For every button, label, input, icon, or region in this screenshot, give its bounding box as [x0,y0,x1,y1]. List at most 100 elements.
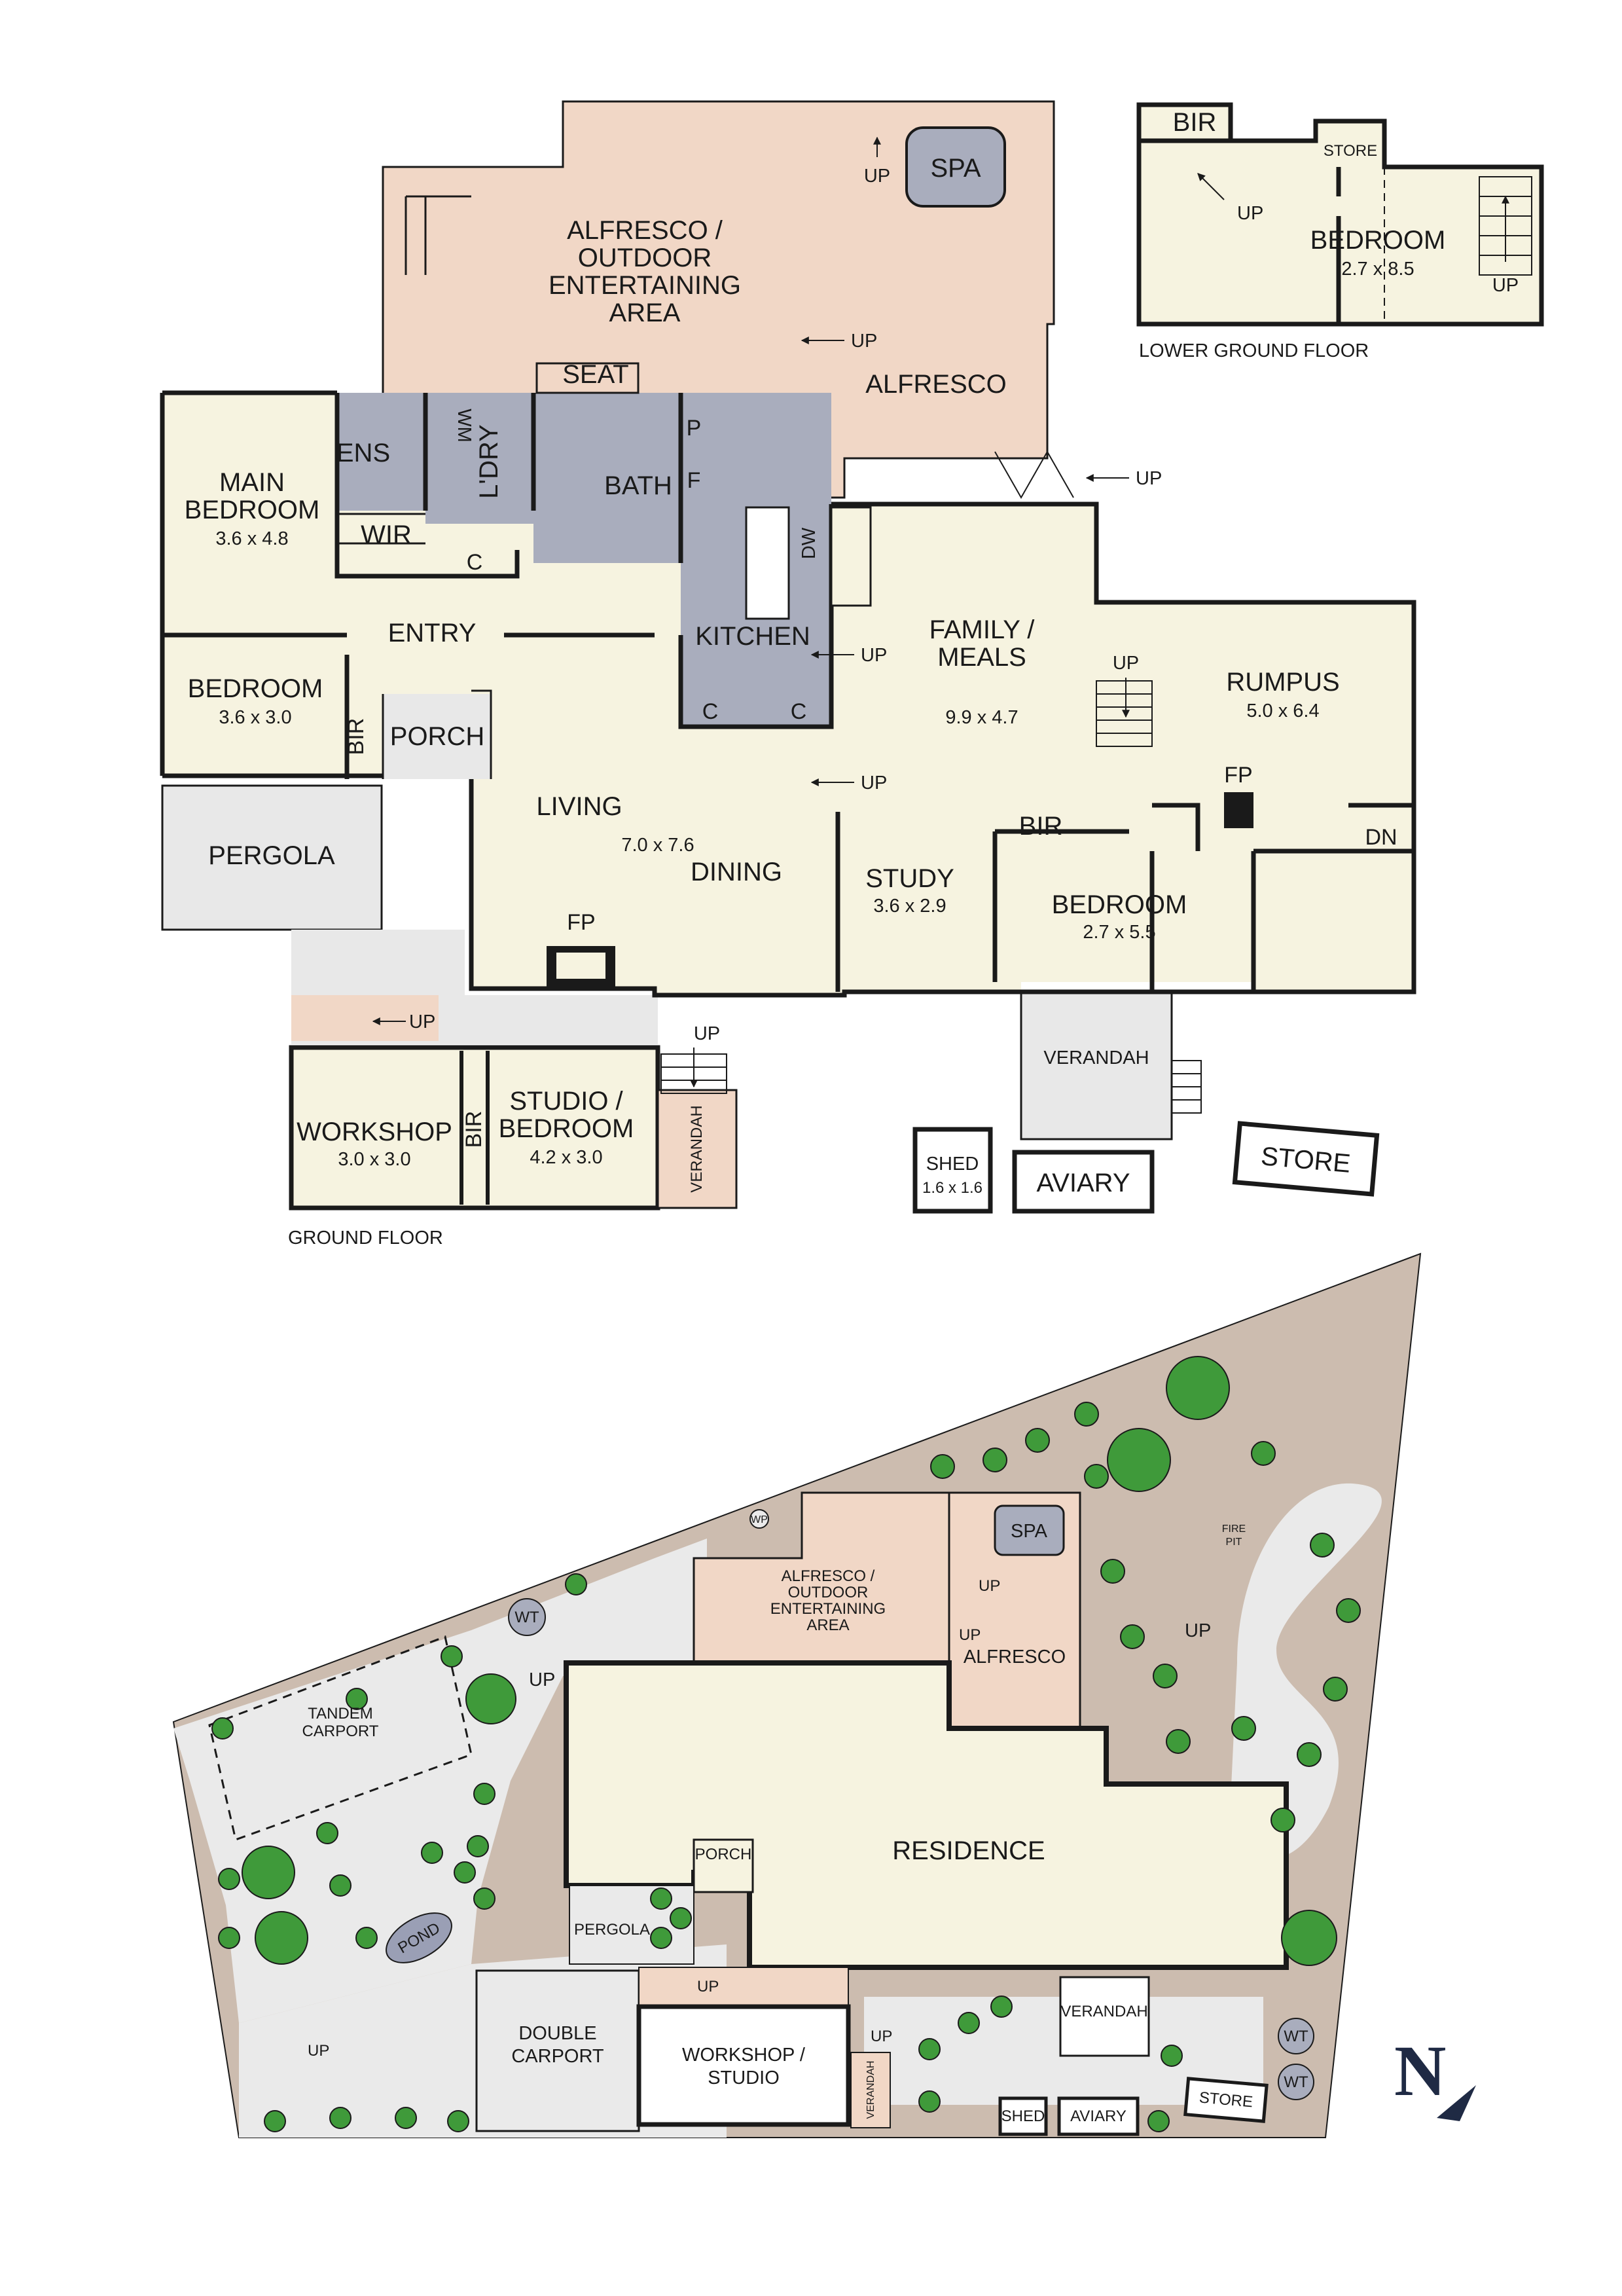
lower-bedroom-size: 2.7 x 8.5 [1341,259,1414,280]
up-label-4: UP [861,645,887,666]
bedroom-3-size: 2.7 x 5.5 [1083,922,1155,943]
ramp-area [291,995,439,1041]
spa-label: SPA [930,154,981,183]
site-workshop-label-1: WORKSHOP / [682,2045,806,2066]
study-size: 3.6 x 2.9 [873,896,946,917]
lower-bedroom-label: BEDROOM [1310,226,1446,255]
site-spa-label: SPA [1011,1521,1048,1542]
verandah-rear-label: VERANDAH [1043,1048,1149,1068]
dishwasher-label: DW [799,527,820,559]
site-up-label-4: UP [529,1669,555,1690]
studio-size: 4.2 x 3.0 [530,1147,602,1168]
site-wt-label-2: WT [1284,2028,1308,2045]
main-bedroom-size: 3.6 x 4.8 [215,528,288,549]
bir-label-1: BIR [344,718,369,756]
bedroom-2-size: 3.6 x 3.0 [219,707,291,728]
store-building [1232,1121,1380,1197]
site-pergola-label: PERGOLA [574,1921,650,1939]
site-up-label-6: UP [697,1978,719,1995]
bath-label: BATH [604,471,672,500]
family-meals-label-1: FAMILY / [929,615,1036,644]
site-workshop-label-2: STUDIO [708,2068,780,2088]
entry-label: ENTRY [388,619,477,647]
lower-ground-floor-plan: BIR STORE BEDROOM 2.7 x 8.5 UP UP LOWER … [1136,102,1544,361]
laundry-area [425,393,533,524]
site-alfresco-label-2: OUTDOOR [788,1584,869,1601]
site-up-label-2: UP [959,1626,981,1644]
alfresco-label-4: AREA [609,299,681,327]
seat-label: SEAT [562,360,629,389]
ensuite-area [337,393,425,511]
lower-store-label: STORE [1324,142,1377,160]
water-tank-1 [508,1598,546,1636]
cupboard-label-3: C [791,699,807,724]
lower-ground-caption: LOWER GROUND FLOOR [1139,340,1369,361]
site-fire-pit-label-2: PIT [1226,1537,1242,1548]
shed-size: 1.6 x 1.6 [922,1179,982,1197]
site-carport-label-1: DOUBLE [518,2023,596,2044]
site-verandah [1059,1976,1150,2057]
family-meals-size: 9.9 x 4.7 [945,707,1018,728]
site-carport-label-2: CARPORT [511,2046,604,2067]
up-label-7: UP [409,1011,435,1032]
spa-shape [905,126,1006,208]
workshop-label: WORKSHOP [297,1118,452,1146]
studio-label-2: BEDROOM [499,1114,634,1143]
fireplace-label-1: FP [567,910,595,935]
main-bedroom-label-2: BEDROOM [185,496,320,524]
porch-area [383,694,491,779]
rumpus-fireplace [1224,792,1253,828]
pantry-label: P [687,416,702,441]
rumpus-size: 5.0 x 6.4 [1246,701,1319,721]
workshop-building [289,1045,660,1211]
pergola-label: PERGOLA [208,841,335,870]
up-label-8: UP [694,1023,720,1044]
ground-floor-plan: ALFRESCO / OUTDOOR ENTERTAINING AREA SPA… [160,100,1416,1248]
living-label: LIVING [536,792,622,821]
lower-bir-label: BIR [1173,108,1217,137]
alfresco-side-label: ALFRESCO [865,370,1007,399]
water-pump [749,1509,769,1529]
dining-label: DINING [691,858,782,886]
studio-label-1: STUDIO / [509,1087,623,1116]
site-up-label-7: UP [871,2028,892,2045]
site-fire-pit-label-1: FIRE [1222,1523,1246,1535]
water-tank-2 [1278,2018,1314,2054]
up-label-1: UP [864,166,890,187]
alfresco-label-2: OUTDOOR [578,244,712,272]
cupboard-label-2: C [702,699,719,724]
verandah-side-label: VERANDAH [688,1105,706,1192]
lower-up-label-2: UP [1492,275,1519,296]
fridge-label: F [687,468,701,493]
verandah-rear [1020,991,1173,1140]
verandah-side [657,1089,738,1209]
site-aviary-label: AVIARY [1070,2107,1126,2125]
kitchen-label: KITCHEN [695,622,810,651]
workshop-size: 3.0 x 3.0 [338,1149,410,1170]
wir-label: WIR [361,520,412,549]
wm-label: WM [454,409,475,443]
site-residence-label: RESIDENCE [892,1836,1045,1865]
porch-label: PORCH [390,722,484,751]
north-label: N [1394,2031,1446,2111]
site-wp-label: WP [751,1514,768,1525]
study-label: STUDY [865,864,954,893]
site-spa [994,1504,1065,1556]
cupboard-label-1: C [467,550,483,575]
aviary-building [1012,1150,1155,1214]
site-alfresco-label-3: ENTERTAINING [770,1600,886,1618]
site-up-label-5: UP [308,2042,329,2060]
site-alfresco-label-1: ALFRESCO / [782,1567,875,1585]
main-bedroom-label-1: MAIN [219,468,285,497]
living-size: 7.0 x 7.6 [621,835,694,856]
site-tandem-label-1: TANDEM [308,1705,373,1722]
bir-label-2: BIR [1019,812,1063,841]
walkway-area [291,930,465,995]
family-meals-label-2: MEALS [937,643,1026,672]
water-tank-3 [1278,2064,1314,2100]
aviary-label: AVIARY [1036,1169,1130,1197]
bath-area [533,393,681,563]
site-tandem-label-2: CARPORT [302,1722,379,1740]
alfresco-label-1: ALFRESCO / [567,216,723,245]
north-compass: N [1394,2031,1476,2121]
